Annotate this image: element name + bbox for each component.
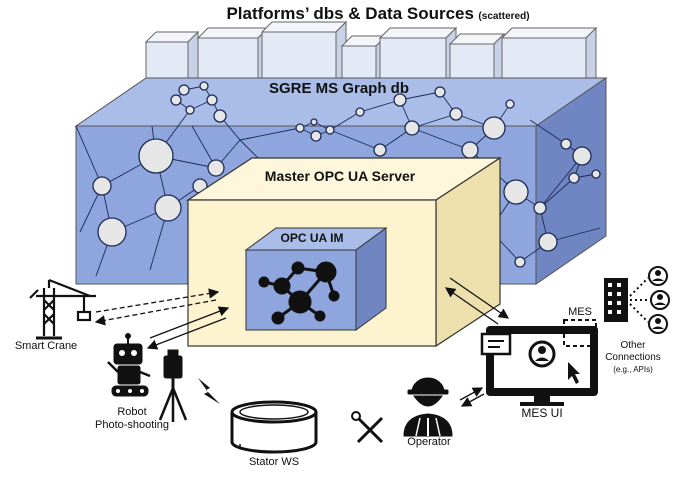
- title-main: Platforms’ dbs & Data Sources: [226, 4, 474, 23]
- mes-to-operator-arrow: [460, 393, 485, 407]
- stator-label: Stator WS: [248, 456, 300, 468]
- title-suffix: (scattered): [478, 11, 530, 22]
- robot-label-line2: Photo-shooting: [95, 419, 169, 431]
- data-source-bar: [260, 20, 348, 85]
- server-to-robot-arrow: [146, 317, 227, 350]
- graph-db-label: SGRE MS Graph db: [268, 80, 410, 97]
- mes-label: MES: [568, 306, 592, 318]
- user-icon: [650, 290, 670, 310]
- other-connections-line2: Connections: [605, 352, 661, 363]
- opc-server-label: Master OPC UA Server: [264, 168, 416, 184]
- data-source-bar: [500, 26, 598, 85]
- stator-icon: [230, 400, 318, 454]
- mes-to-server-arrow: [444, 287, 499, 325]
- crane-icon: [29, 278, 96, 340]
- data-source-bars: [144, 20, 598, 85]
- user-icon: [648, 314, 668, 334]
- crane-to-server-arrow: [95, 288, 220, 313]
- data-source-bar: [378, 26, 458, 85]
- server-to-mes-arrow: [449, 277, 510, 319]
- data-source-bar: [196, 26, 270, 85]
- wireless-signal-icon: [198, 378, 220, 404]
- robot-label-line1: Robot: [117, 406, 147, 418]
- connection-arrows: [94, 277, 510, 407]
- graph-network: [75, 81, 601, 277]
- opc-im-cube: [244, 227, 388, 331]
- tools-icon: [351, 411, 384, 444]
- camera-tripod-icon: [158, 349, 188, 422]
- operator-to-mes-arrow: [459, 387, 484, 401]
- other-connections-line3: (e.g., APIs): [613, 365, 653, 374]
- graph-node-circles: [92, 81, 601, 268]
- mes-ui-label: MES UI: [521, 406, 563, 420]
- opc-im-label: OPC UA IM: [280, 231, 344, 245]
- user-icons: [648, 266, 670, 334]
- data-source-bar: [144, 30, 200, 85]
- connection-dots: [629, 277, 649, 323]
- user-icon: [648, 266, 668, 286]
- operator-label: Operator: [407, 436, 451, 448]
- mes-dashed-box: [563, 319, 597, 347]
- robot-to-server-arrow: [149, 306, 230, 339]
- diagram-title: Platforms’ dbs & Data Sources (scattered…: [226, 4, 529, 24]
- smart-crane-label: Smart Crane: [14, 340, 78, 352]
- mes-ui-monitor-icon: [480, 326, 598, 406]
- data-source-bar: [340, 34, 388, 85]
- robot-icon: [107, 333, 151, 397]
- other-connections-line1: Other: [620, 340, 646, 351]
- operator-icon: [403, 377, 453, 437]
- im-network: [258, 261, 340, 325]
- building-icon: [604, 278, 628, 322]
- server-to-crane-arrow: [94, 299, 217, 326]
- data-source-bar: [448, 32, 506, 85]
